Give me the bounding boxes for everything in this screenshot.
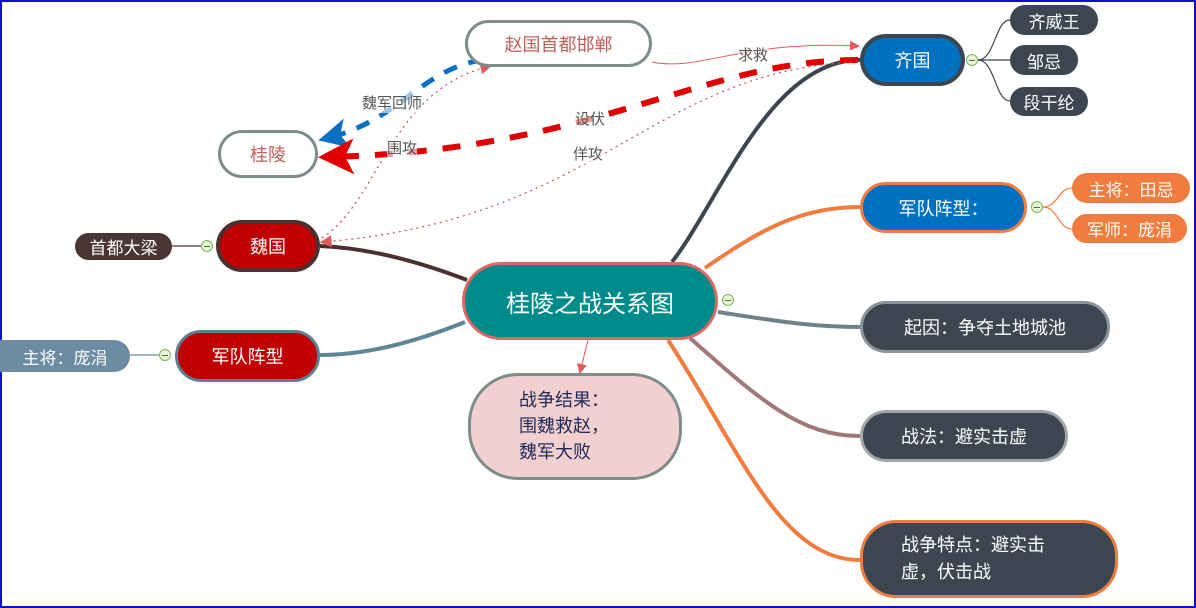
features-line: 虚，伏击战 (901, 562, 991, 583)
result-line: 魏军大败 (519, 441, 591, 463)
node-wei-army[interactable]: 军队阵型 (175, 330, 320, 382)
node-wei-army-general[interactable]: 主将：庞涓 (0, 340, 130, 372)
branch-tactics (688, 336, 861, 438)
branch-qi (670, 58, 861, 264)
branch-cause (717, 310, 861, 329)
label-ambush: 设伏 (575, 108, 606, 129)
branch-qi-army (703, 205, 861, 270)
node-cause[interactable]: 起因：争夺土地城池 (860, 301, 1110, 353)
node-qi[interactable]: 齐国 (860, 34, 965, 86)
branch-features (666, 338, 861, 562)
central-topic[interactable]: 桂陵之战关系图 (462, 262, 718, 340)
label-feint: 佯攻 (573, 143, 604, 164)
node-zhao-capital[interactable]: 赵国首都邯郸 (465, 20, 652, 67)
rel-help (651, 40, 860, 65)
collapse-toggle-qi[interactable] (966, 54, 978, 66)
node-features[interactable]: 战争特点：避实击 虚，伏击战 (860, 520, 1118, 598)
node-qi-child[interactable]: 段干纶 (1010, 87, 1088, 116)
node-result[interactable]: 战争结果： 围魏救赵， 魏军大败 (468, 373, 682, 480)
collapse-toggle-wei-army[interactable] (159, 349, 171, 361)
branch-result (577, 339, 589, 374)
node-wei[interactable]: 魏国 (216, 220, 320, 272)
node-wei-capital[interactable]: 首都大梁 (75, 233, 172, 260)
rel-feint (319, 61, 859, 248)
branch-wei (319, 244, 468, 282)
branch-wei-army (319, 320, 466, 357)
node-guiling[interactable]: 桂陵 (218, 130, 318, 178)
collapse-toggle-qi-army[interactable] (1031, 201, 1043, 213)
sub-branch (1042, 187, 1073, 208)
node-qi-army-child[interactable]: 军师：庞涓 (1072, 214, 1187, 243)
label-help: 求救 (738, 44, 769, 65)
sub-branch (1042, 206, 1073, 230)
node-qi-army-child[interactable]: 主将：田忌 (1072, 173, 1190, 203)
sub-branch (977, 59, 1011, 102)
node-qi-child[interactable]: 邹忌 (1010, 45, 1078, 75)
collapse-toggle-central[interactable] (722, 294, 734, 306)
features-line: 战争特点：避实击 (901, 535, 1045, 556)
result-line: 战争结果： (519, 389, 609, 411)
collapse-toggle-wei[interactable] (201, 240, 213, 252)
node-tactics[interactable]: 战法：避实击虚 (860, 410, 1068, 462)
label-return: 魏军回师 (362, 92, 423, 113)
result-line: 围魏救赵， (519, 415, 609, 437)
node-qi-army[interactable]: 军队阵型： (860, 182, 1027, 233)
label-siege: 围攻 (387, 137, 418, 158)
node-qi-child[interactable]: 齐威王 (1010, 5, 1098, 35)
sub-branch (977, 19, 1011, 61)
